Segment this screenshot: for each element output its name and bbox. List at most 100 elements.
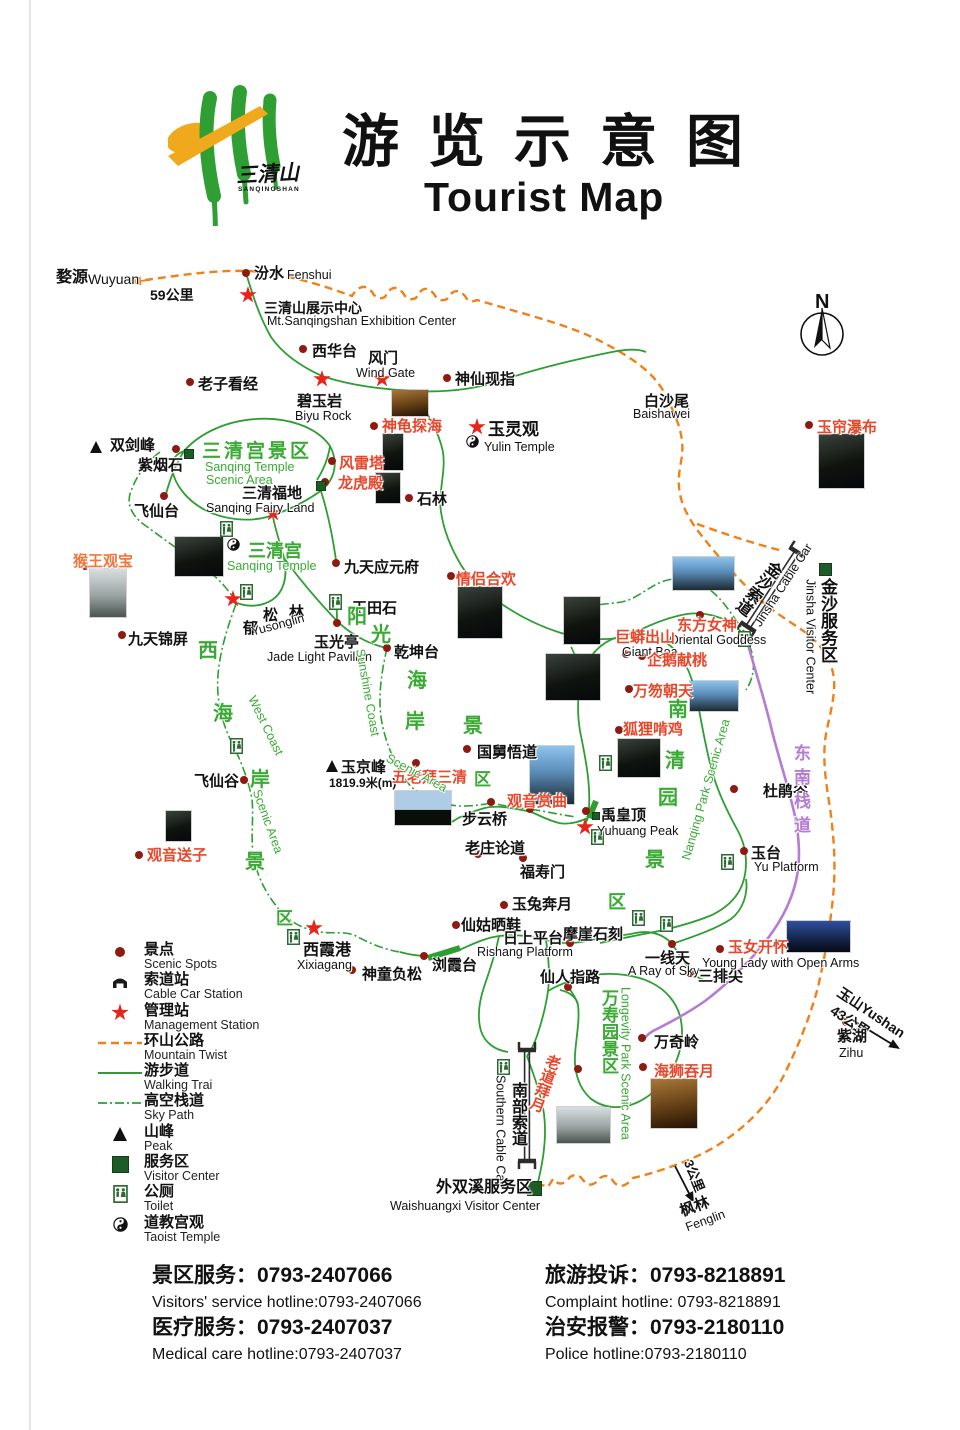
scenic-spot-dot: [686, 969, 694, 977]
map-label: Zihu: [839, 1046, 864, 1060]
scenic-photo: [787, 921, 850, 952]
scenic-spot-dot: [160, 492, 168, 500]
toilet-icon: [220, 521, 233, 537]
toilet-icon: [591, 829, 604, 845]
legend-label-cn: 环山公路: [144, 1031, 205, 1049]
map-label: 外双溪服务区: [436, 1179, 533, 1196]
map-label: Sanqing Fairy Land: [206, 501, 315, 515]
scenic-photo: [546, 654, 600, 700]
legend-label-cn: 服务区: [144, 1153, 190, 1171]
scenic-photo: [557, 1107, 610, 1143]
map-label: 玉兔奔月: [512, 896, 573, 913]
map-label: 国舅悟道: [477, 744, 538, 761]
sky-path: [128, 451, 237, 603]
legend-label-cn: 道教宫观: [144, 1213, 205, 1231]
scenic-photo: [383, 434, 403, 470]
map-label: Longevity Park Scenic Area: [618, 987, 633, 1140]
logo-name-en: SANQINGSHAN: [238, 186, 300, 193]
scenic-photo: [395, 791, 451, 825]
scenic-spot-dot: [638, 652, 646, 660]
toilet-icon: [721, 854, 734, 870]
legend-label-en: Taoist Temple: [144, 1229, 221, 1244]
map-label: 猴王观宝: [73, 553, 134, 570]
map-label: 禹皇顶: [601, 807, 647, 824]
scenic-spot-dot: [716, 945, 724, 953]
sky-path: [379, 647, 577, 818]
scenic-spot-dot: [383, 644, 391, 652]
scenic-spot-dot: [348, 966, 356, 974]
legend-label-en: Walking Trai: [144, 1078, 213, 1093]
toilet-icon: [660, 916, 673, 932]
scenic-spot-dot: [639, 1063, 647, 1071]
map-label: 海: [213, 703, 233, 725]
map-label: Yulin Temple: [484, 440, 555, 454]
hotline-en: Police hotline:0793-2180110: [545, 1346, 747, 1363]
map-label: 三清宫景区: [202, 441, 313, 462]
map-label: Oriental Goddess: [669, 633, 767, 647]
map-label: 神仙现指: [455, 371, 516, 388]
scenic-spot-dot: [463, 745, 471, 753]
scenic-spot-dot: [622, 650, 630, 658]
map-label: 松: [263, 607, 279, 624]
map-label: 摩崖石刻: [563, 926, 624, 943]
map-label: Wuyuan: [88, 271, 140, 287]
map-label: Giant Boa: [622, 645, 678, 659]
scenic-spot-dot: [333, 619, 341, 627]
legend-label-cn: 高空栈道: [144, 1092, 205, 1110]
scenic-photo: [392, 390, 428, 416]
cable-car-line: [517, 1042, 537, 1169]
map-label: 西霞港: [303, 942, 352, 959]
map-label: 福寿门: [520, 864, 566, 881]
taoist-temple-icon: [227, 538, 240, 551]
map-label: 风雷塔: [339, 455, 385, 472]
toilet-icon: [632, 910, 645, 926]
walking-trail-path: [411, 390, 626, 641]
legend-label-en: Visitor Center: [144, 1169, 220, 1184]
star-legend-icon: [96, 1003, 144, 1023]
map-label: 九天应元府: [344, 559, 420, 576]
scenic-photo: [458, 587, 502, 638]
walking-trail-path: [165, 450, 185, 495]
map-label: 郁: [243, 620, 259, 637]
scenic-spot-dot: [412, 759, 420, 767]
map-label: 情侣合欢: [456, 571, 517, 588]
peak-icon: [326, 760, 338, 772]
scenic-photo: [618, 739, 660, 777]
map-label: 紫烟石: [138, 457, 184, 474]
map-label: 玉光亭: [314, 634, 360, 651]
map-label: 南: [668, 699, 688, 721]
scenic-spot-dot: [574, 1065, 582, 1073]
map-label: 风门: [368, 350, 399, 367]
peak-icon: [90, 441, 102, 453]
scenic-photo: [673, 557, 734, 590]
trail-highlight: [586, 799, 599, 820]
map-label: 1819.9米(m): [329, 776, 397, 790]
map-label: 白沙尾: [644, 393, 690, 410]
map-label: Waishuangxi Visitor Center: [390, 1199, 541, 1213]
legend-label-en: Peak: [144, 1138, 173, 1153]
scenic-spot-dot: [328, 457, 336, 465]
scenic-spot-dot: [370, 422, 378, 430]
map-label: 神童负松: [362, 966, 423, 983]
map-label: Scenic Area: [206, 473, 273, 487]
scenic-spot-dot: [474, 850, 482, 858]
map-label: 东南栈道: [791, 744, 811, 840]
map-label: Sanqing Temple: [227, 559, 317, 573]
map-label: 万寿园景区: [599, 989, 619, 1074]
map-label: 光: [371, 624, 391, 646]
map-label: Jade Light Pavilion: [267, 650, 372, 664]
scenic-spot-dot: [118, 631, 126, 639]
map-label: 紫湖: [837, 1028, 868, 1045]
scenic-spot-dot: [625, 685, 633, 693]
southeast-plank-path: [642, 640, 801, 1041]
walking-trail-path: [171, 417, 336, 521]
walking-trail-path: [477, 935, 509, 1053]
map-label: 景: [245, 851, 265, 873]
walking-trail-path: [236, 557, 287, 607]
scenic-spot-dot: [564, 983, 572, 991]
